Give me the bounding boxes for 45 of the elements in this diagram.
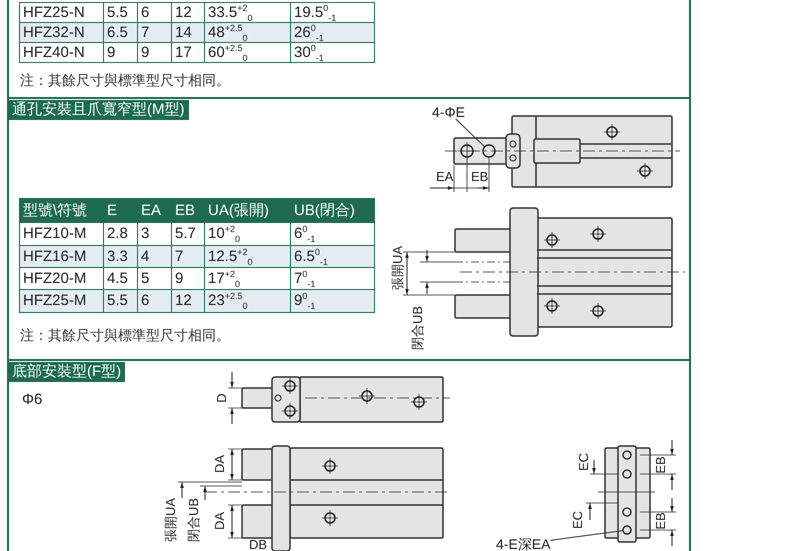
dimension-label: 4-ΦE	[432, 105, 465, 119]
table-cell: HFZ25-N	[19, 2, 104, 23]
dimension-label: EB	[471, 170, 488, 184]
table-header-cell: UA(張開)	[204, 198, 291, 223]
dimension-label: DA	[213, 454, 227, 474]
dimension-label: EC	[571, 510, 585, 530]
table-header-cell: E	[103, 198, 138, 223]
leader-line	[455, 118, 486, 148]
table-cell: 4	[137, 245, 172, 268]
table-header-cell: EB	[171, 198, 205, 223]
table-cell: 12	[171, 289, 205, 313]
table-cell: 7	[137, 22, 172, 43]
dimension-label: 4-E深EA	[496, 537, 550, 551]
table-cell: HFZ25-M	[19, 289, 104, 313]
table-cell: 14	[171, 22, 205, 43]
note-text: 注：其餘尺寸與標準型尺寸相同。	[20, 327, 230, 345]
table-cell: HFZ32-N	[19, 22, 104, 43]
dimension-label: 閉合UB	[411, 306, 425, 350]
table-header-cell: 型號\符號	[19, 198, 104, 223]
dimension-label: EC	[577, 452, 591, 472]
leader-line	[550, 530, 624, 541]
dimension-label: 張開UA	[391, 246, 405, 290]
table-cell: 6.5	[103, 22, 138, 43]
dimension-label: Φ6	[22, 393, 42, 407]
table-cell: 3.3	[103, 245, 138, 268]
dimension-label: EA	[436, 170, 454, 184]
dimension-label: 張開UA	[164, 498, 178, 542]
table-cell: HFZ16-M	[19, 245, 104, 268]
section-header: 底部安裝型(F型)	[8, 362, 126, 382]
dimension-label: DB	[249, 538, 268, 551]
mounting-hole	[482, 144, 496, 158]
dimension-label: EB	[654, 512, 668, 530]
mounting-hole	[622, 525, 632, 535]
dimension-label: D	[215, 393, 229, 403]
table-cell: HFZ40-N	[19, 42, 104, 63]
dimension-label: EB	[654, 456, 668, 474]
dimension-label: 閉合UB	[187, 498, 201, 542]
section-header: 通孔安裝且爪寬窄型(M型)	[8, 100, 188, 120]
dimension-label: DA	[213, 512, 227, 530]
note-text: 注：其餘尺寸與標準型尺寸相同。	[20, 72, 230, 90]
table-cell: 5.5	[103, 289, 138, 313]
table-cell: 7	[171, 245, 205, 268]
table-cell: 6	[137, 289, 172, 313]
table-header-cell: EA	[137, 198, 172, 223]
table-header-cell: UB(閉合)	[290, 198, 375, 223]
